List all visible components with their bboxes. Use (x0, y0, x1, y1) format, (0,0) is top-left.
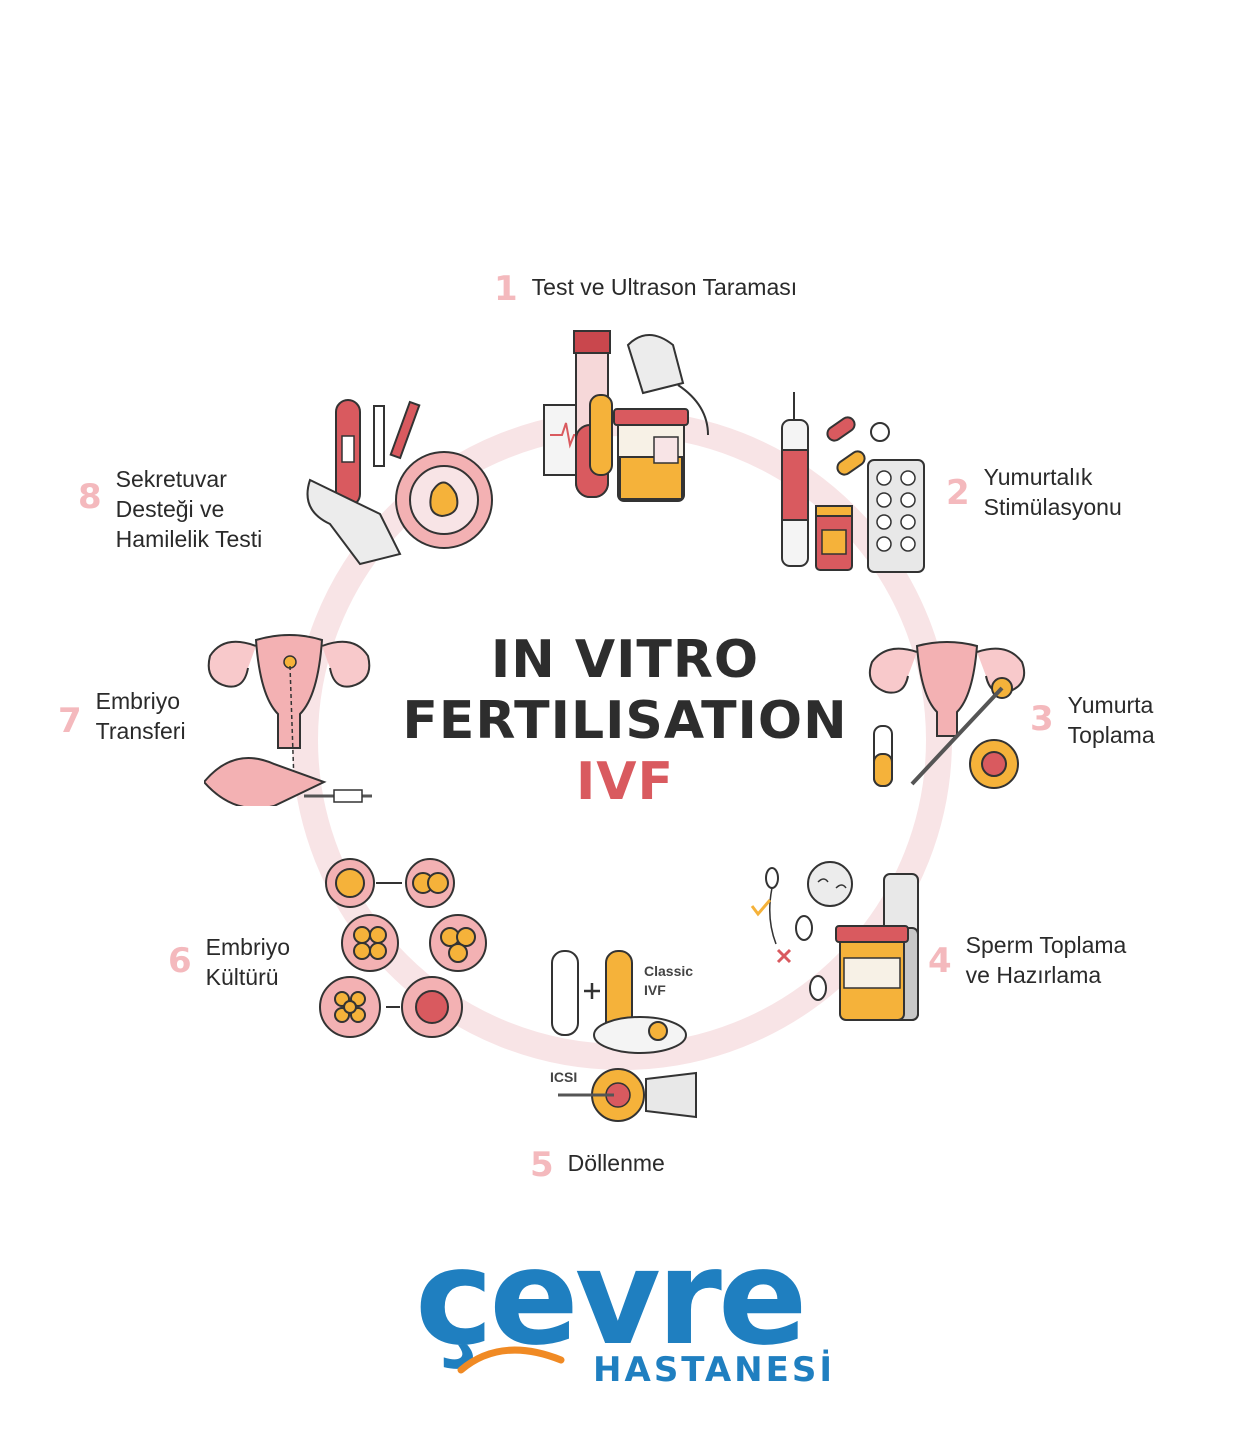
logo-word: çevre (415, 1221, 807, 1375)
step-6: 6 Embriyo Kültürü (168, 932, 290, 992)
step-label: Sperm Toplama ve Hazırlama (965, 932, 1127, 988)
cevre-logo: çevre HASTANESİ (415, 1232, 845, 1390)
step-8: 8 Sekretuvar Desteği ve Hamilelik Testi (78, 464, 262, 554)
ivf-label: IVF (644, 982, 666, 998)
step-number: 4 (928, 941, 952, 981)
page-title: IN VITRO FERTILISATION IVF (390, 630, 860, 812)
step-label: Embriyo Kültürü (205, 934, 291, 990)
pregnancy-test-icon (306, 399, 493, 566)
fertilization-icon (551, 950, 697, 1122)
step-label: Yumurtalık Stimülasyonu (983, 464, 1122, 520)
step-number: 7 (58, 701, 82, 741)
step-label: Embriyo Transferi (95, 688, 186, 744)
step-3: 3 Yumurta Toplama (1030, 690, 1155, 750)
embryo-transfer-icon (204, 634, 372, 806)
logo-subtitle: HASTANESİ (593, 1350, 835, 1390)
embryo-culture-icon (319, 858, 487, 1038)
title-line-1: IN VITRO (490, 630, 760, 690)
step-1: 1 Test ve Ultrason Taraması (494, 272, 797, 306)
step-number: 2 (946, 473, 970, 513)
icsi-label: ICSI (550, 1069, 578, 1085)
step-number: 6 (168, 941, 192, 981)
step-label: Test ve Ultrason Taraması (531, 274, 798, 300)
step-number: 1 (494, 269, 518, 309)
step-label: Yumurta Toplama (1067, 692, 1155, 748)
title-line-2: FERTILISATION (402, 690, 848, 751)
step-number: 8 (78, 477, 102, 517)
ovarian-stimulation-icon (781, 392, 925, 573)
sperm-collection-icon (750, 861, 919, 1021)
step-2: 2 Yumurtalık Stimülasyonu (946, 462, 1122, 522)
step-4: 4 Sperm Toplama ve Hazırlama (928, 930, 1126, 990)
logo-swoosh (457, 1346, 565, 1374)
step-5: 5 Döllenme (530, 1148, 665, 1182)
step-number: 5 (530, 1145, 554, 1185)
step-label: Sekretuvar Desteği ve Hamilelik Testi (115, 466, 263, 552)
classic-label: Classic (644, 963, 694, 979)
step-label: Döllenme (567, 1150, 665, 1176)
test-ultrasound-icon (543, 330, 709, 502)
step-7: 7 Embriyo Transferi (58, 686, 186, 746)
step-number: 3 (1030, 699, 1054, 739)
title-line-3: IVF (575, 751, 675, 812)
egg-retrieval-icon (868, 641, 1026, 789)
